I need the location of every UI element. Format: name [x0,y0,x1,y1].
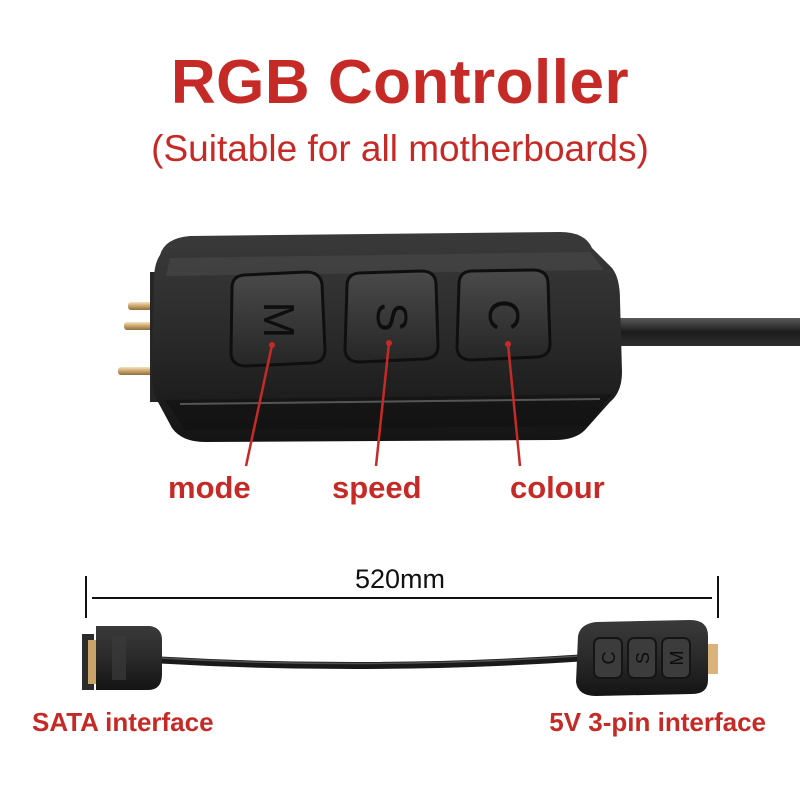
callout-line-mode [244,344,274,467]
label-3pin-interface: 5V 3-pin interface [549,707,766,737]
mini-button-m-letter: M [667,651,687,666]
controller-cable [600,318,800,346]
label-speed: speed [332,470,422,505]
mini-button-s-letter: S [633,652,653,664]
button-s[interactable]: S [343,269,440,364]
button-m[interactable]: M [229,270,327,368]
button-m-letter: M [254,302,303,339]
sata-connector [82,626,162,690]
button-c[interactable]: C [455,268,552,362]
label-sata-interface: SATA interface [32,707,214,737]
long-cable [159,654,581,670]
page-subtitle: (Suitable for all motherboards) [151,128,649,169]
button-c-letter: C [479,299,528,331]
callout-lines [244,340,522,467]
page-title: RGB Controller [170,48,630,117]
label-colour: colour [510,470,605,505]
label-mode: mode [168,470,251,505]
cable-length-label: 520mm [354,564,446,594]
mini-controller: C S M [576,620,718,696]
callout-line-speed [374,342,391,467]
callout-line-colour [506,343,522,467]
mini-button-c-letter: C [599,652,619,665]
button-s-letter: S [367,302,416,331]
dimension-line [85,576,719,618]
